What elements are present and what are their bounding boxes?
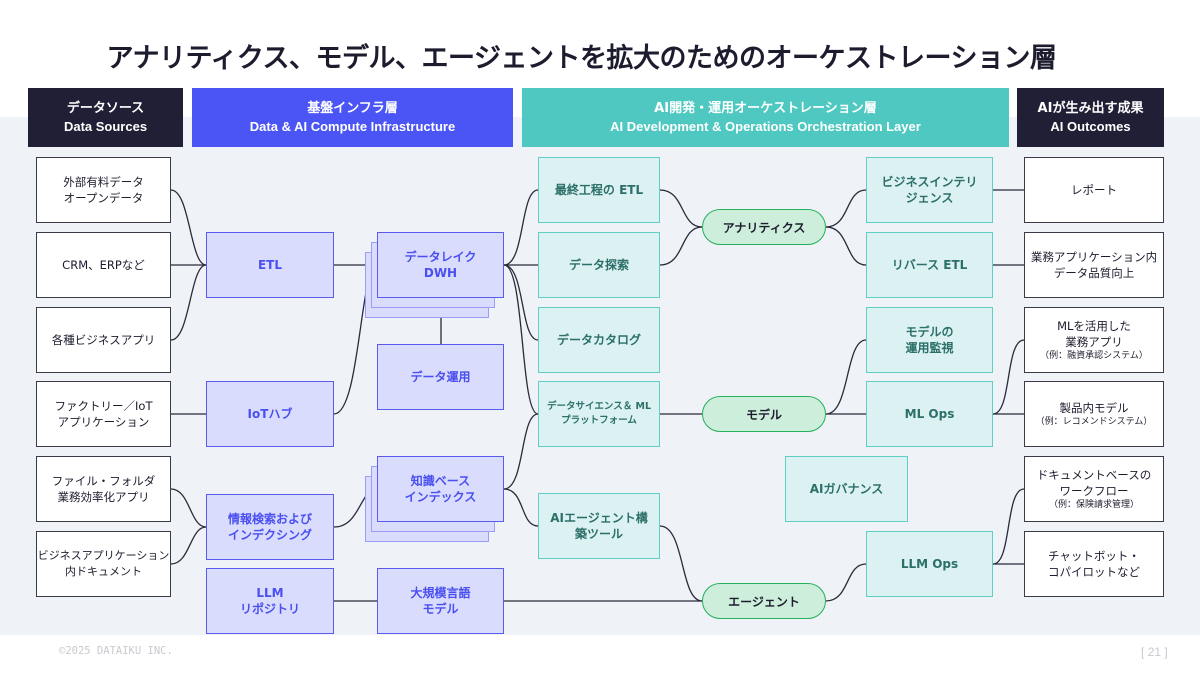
tool-ds-ml-platform: データサイエンス＆ ML プラットフォーム [538,381,660,447]
header-jp: データソース [66,100,145,116]
outcome-data-quality: 業務アプリケーション内 データ品質向上 [1024,232,1164,298]
hub-agents: エージェント [702,583,826,619]
source-business-apps: 各種ビジネスアプリ [36,307,171,373]
page-title: アナリティクス、モデル、エージェントを拡大のためのオーケストレーション層 [106,43,1057,74]
infra-iot-hub: IoTハブ [206,381,334,447]
ops-reverse-etl: リバース ETL [866,232,993,298]
infra-knowledge-index: 知識ベース インデックス [377,456,504,522]
header-jp: AIが生み出す成果 [1037,100,1144,116]
source-factory-iot: ファクトリー／IoT アプリケーション [36,381,171,447]
outcome-main: ドキュメントベースの ワークフロー [1036,467,1152,498]
source-external-data: 外部有料データ オープンデータ [36,157,171,223]
tool-data-catalog: データカタログ [538,307,660,373]
outcome-document-workflows: ドキュメントベースの ワークフロー （例：保険請求管理） [1024,456,1164,522]
ops-business-intelligence: ビジネスインテリ ジェンス [866,157,993,223]
outcome-example: （例：保険請求管理） [1048,499,1139,510]
header-infrastructure: 基盤インフラ層 Data & AI Compute Infrastructure [192,88,513,147]
ops-llm-ops: LLM Ops [866,531,993,597]
tool-agent-builder: AIエージェント構 築ツール [538,493,660,559]
ops-model-monitoring: モデルの 運用監視 [866,307,993,373]
tool-final-etl: 最終工程の ETL [538,157,660,223]
tool-data-exploration: データ探索 [538,232,660,298]
copyright: ©2025 DATAIKU INC. [59,645,173,657]
hub-analytics: アナリティクス [702,209,826,245]
header-outcomes: AIが生み出す成果 AI Outcomes [1017,88,1164,147]
page-number: [ 21 ] [1141,645,1168,659]
infra-data-lake-dwh: データレイク DWH [377,232,504,298]
infra-llm-repository: LLM リポジトリ [206,568,334,634]
source-crm-erp: CRM、ERPなど [36,232,171,298]
outcome-main: レポート [1071,183,1117,197]
outcome-in-product-models: 製品内モデル （例：レコメンドシステム） [1024,381,1164,447]
ops-ai-governance: AIガバナンス [785,456,908,522]
outcome-main: 製品内モデル [1059,400,1129,415]
outcome-main: MLを活用した 業務アプリ [1057,318,1131,349]
outcome-reports: レポート [1024,157,1164,223]
header-en: Data Sources [63,118,148,134]
infra-large-language-model: 大規模言語 モデル [377,568,504,634]
hub-models: モデル [702,396,826,432]
source-app-documents: ビジネスアプリケーション 内ドキュメント [36,531,171,597]
header-en: Data & AI Compute Infrastructure [249,118,456,134]
infra-etl: ETL [206,232,334,298]
header-en: AI Development & Operations Orchestratio… [610,118,921,134]
header-jp: 基盤インフラ層 [307,100,398,116]
outcome-chatbots-copilots: チャットボット・ コパイロットなど [1024,531,1164,597]
source-files-folders: ファイル・フォルダ 業務効率化アプリ [36,456,171,522]
header-data-sources: データソース Data Sources [28,88,183,147]
outcome-example: （例：レコメンドシステム） [1035,416,1153,427]
ops-ml-ops: ML Ops [866,381,993,447]
header-en: AI Outcomes [1050,118,1131,134]
outcome-example: （例：融資承認システム） [1040,350,1148,361]
outcome-main: 業務アプリケーション内 データ品質向上 [1030,250,1158,280]
outcome-ml-apps: MLを活用した 業務アプリ （例：融資承認システム） [1024,307,1164,373]
header-orchestration: AI開発・運用オーケストレーション層 AI Development & Oper… [522,88,1009,147]
infra-search-indexing: 情報検索および インデクシング [206,494,334,560]
header-jp: AI開発・運用オーケストレーション層 [654,100,877,116]
infra-data-ops: データ運用 [377,344,504,410]
outcome-main: チャットボット・ コパイロットなど [1048,549,1140,579]
